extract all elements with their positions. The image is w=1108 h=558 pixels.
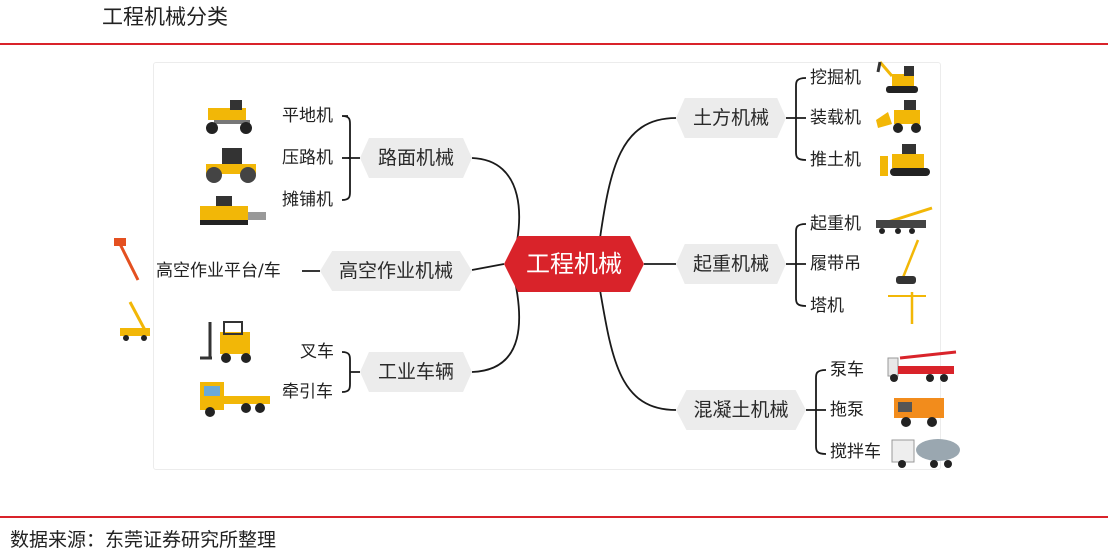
source-note: 数据来源：东莞证券研究所整理 (10, 529, 277, 551)
aerial-platform-icon (114, 238, 150, 341)
leaf-roller: 压路机 (282, 148, 333, 168)
leaf-crane: 起重机 (810, 214, 861, 234)
tower-crane-icon (888, 292, 926, 324)
bottom-divider (0, 516, 1108, 518)
leaf-tractor: 牵引车 (282, 382, 333, 402)
trailer-pump-icon (894, 398, 944, 427)
pump-truck-icon (887, 350, 957, 382)
leaf-excavator: 挖掘机 (810, 68, 861, 88)
leaf-pump-truck: 泵车 (830, 360, 864, 380)
leaf-aerial-platform: 高空作业平台/车 (156, 261, 281, 281)
link-industrial (471, 267, 521, 373)
branch-aerial: 高空作业机械 (320, 251, 472, 291)
leaf-mixer-truck: 搅拌车 (830, 442, 881, 462)
truck-crane-icon (876, 206, 933, 234)
bracket-concrete (806, 369, 827, 455)
top-divider (0, 43, 1108, 45)
link-earth (599, 117, 677, 239)
link-road (471, 157, 521, 263)
leaf-tower-crane: 塔机 (810, 296, 844, 316)
branch-road: 路面机械 (360, 138, 472, 178)
leaf-bulldozer: 推土机 (810, 150, 861, 170)
page-title: 工程机械分类 (102, 5, 228, 29)
roller-icon (206, 148, 256, 183)
grader-icon (206, 100, 252, 134)
branch-lifting: 起重机械 (676, 244, 786, 284)
forklift-icon (200, 321, 251, 363)
crawler-crane-icon (896, 239, 920, 284)
leaf-grader: 平地机 (282, 106, 333, 126)
paver-icon (200, 196, 266, 225)
bracket-lifting (786, 223, 807, 307)
leaf-trailer-pump: 拖泵 (830, 400, 864, 420)
branch-concrete: 混凝土机械 (676, 390, 806, 430)
leaf-crawler-crane: 履带吊 (810, 254, 861, 274)
branch-industrial: 工业车辆 (360, 352, 472, 392)
leaf-paver: 摊铺机 (282, 190, 333, 210)
bracket-industrial (341, 351, 360, 393)
tractor-truck-icon (200, 382, 270, 417)
center-node: 工程机械 (504, 236, 644, 292)
leaf-loader: 装载机 (810, 108, 861, 128)
bracket-earth (786, 77, 807, 161)
loader-icon (876, 100, 921, 133)
excavator-icon (876, 61, 918, 93)
mixer-truck-icon (891, 439, 960, 468)
leaf-forklift: 叉车 (300, 342, 334, 362)
branch-earth: 土方机械 (676, 98, 786, 138)
bulldozer-icon (880, 144, 930, 176)
link-concrete (599, 289, 677, 411)
link-aerial (471, 263, 505, 271)
